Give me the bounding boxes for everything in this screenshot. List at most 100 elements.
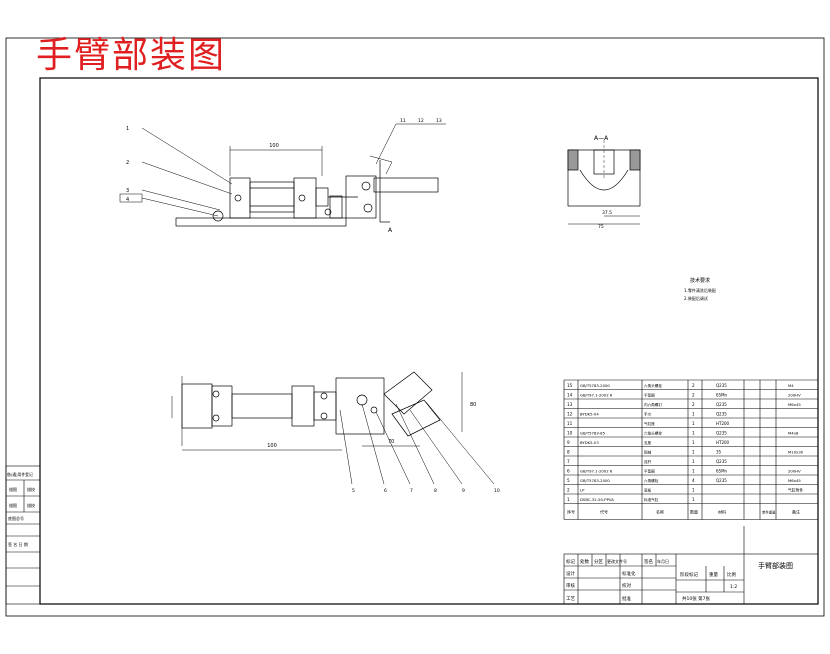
callout-2: 2: [126, 160, 129, 166]
bom-code: GB/T5783-2000: [580, 383, 610, 388]
bom-qty: 1: [692, 450, 695, 455]
bom-name: 手爪: [644, 412, 652, 417]
callout-8: 8: [434, 488, 437, 494]
dim-section-w2: 37.5: [602, 210, 612, 216]
bom-qty: 1: [692, 431, 695, 436]
bom-qty: 1: [692, 412, 695, 417]
bom-note: 气缸附件: [788, 488, 803, 493]
tech-req-line-2: 2.装配后调试: [684, 295, 708, 301]
callout-5: 5: [352, 488, 355, 494]
bom-material: Q235: [716, 459, 727, 464]
bom-code: BYDK5-03: [580, 440, 599, 445]
tb-stage: 阶段标记: [680, 571, 698, 578]
bom-material: Q235: [716, 478, 727, 483]
bom-header-weight: 单件重量: [762, 510, 776, 515]
bom-material: 35: [716, 450, 722, 455]
bom-material: HT200: [716, 421, 730, 426]
bom-header-material: 材料: [718, 509, 726, 515]
side-block-text: 借(通)用件登记 描图 描校 描图 描校 底图总号 签 名 日 期: [7, 472, 35, 547]
bom-code: GB/T5783-2000: [580, 478, 610, 483]
bom-name: 六角头螺栓: [644, 383, 662, 388]
callout-12: 12: [418, 118, 424, 124]
bom-name: 底板: [644, 488, 652, 493]
tb-review: 审核: [566, 582, 575, 589]
bom-name: 标准气缸: [644, 497, 659, 502]
bom-name: 支座: [644, 440, 652, 445]
bom-header-name: 名称: [656, 509, 664, 515]
tech-req-heading: 技术要求: [690, 277, 710, 284]
tb-sheets: 共10张 第7张: [682, 595, 711, 602]
bom-note: M4x8: [788, 431, 799, 436]
bom-qty: 4: [692, 478, 695, 483]
bom-note: 200HV: [788, 393, 801, 398]
sb-base-no: 底图总号: [8, 515, 24, 521]
bom-no: 15: [567, 383, 573, 388]
tb-drawing-name: 手臂部装图: [758, 561, 793, 570]
bom-name: 平垫圈: [644, 469, 655, 474]
tb-sign: 签名: [644, 558, 653, 565]
callouts-top: 11 12 13: [400, 118, 442, 124]
bom-qty: 1: [692, 469, 695, 474]
title-block: [563, 526, 819, 605]
bom-note: M10x30: [788, 450, 804, 455]
tb-scale: 比例: [727, 571, 736, 578]
bom-header-no: 序号: [567, 509, 575, 515]
dim-section-w: 75: [598, 224, 604, 230]
bom-no: 1: [567, 497, 570, 502]
bom-name: 气缸座: [644, 421, 655, 426]
bom-code: DSBC-32-50-PPVA: [580, 497, 614, 502]
callout-4: 4: [126, 197, 129, 203]
sb-sign-date: 签 名 日 期: [8, 541, 28, 547]
tb-check: 校对: [622, 582, 631, 589]
bom-no: 8: [567, 450, 570, 455]
bom-code: LP: [580, 488, 585, 493]
tb-change-doc: 更改文件号: [607, 558, 627, 564]
sb-trace-check: 描校: [27, 486, 35, 492]
bom-qty: 1: [692, 440, 695, 445]
callout-3: 3: [126, 188, 129, 194]
bom-material: Q235: [716, 431, 727, 436]
callout-9: 9: [462, 488, 465, 494]
tb-scale-value: 1:2: [730, 584, 737, 590]
callout-7: 7: [410, 488, 413, 494]
bom-name: 内六角螺钉: [644, 402, 662, 407]
section-view: [567, 140, 641, 225]
callout-1: 1: [126, 126, 129, 132]
bom-code: GB/T5783-85: [580, 431, 606, 436]
tech-req-line-1: 1.零件清洗后装配: [684, 287, 716, 293]
bom-name: 六角螺栓: [644, 478, 659, 483]
bom-name: 平垫圈: [644, 393, 655, 398]
side-block: [5, 465, 41, 605]
bom-header-qty: 数量: [690, 509, 698, 515]
bom-note: M4: [788, 383, 794, 388]
bom-material: 65Mn: [716, 469, 728, 474]
bom-name: 六角头螺栓: [644, 431, 662, 436]
bom-no: 14: [567, 393, 573, 398]
sb-trace-check-2: 描校: [27, 502, 35, 508]
top-view: [171, 371, 495, 485]
bom-no: 6: [567, 469, 570, 474]
bom-name: 连杆: [644, 459, 652, 464]
sb-trace-2: 描图: [9, 502, 17, 508]
bom-note: M6x45: [788, 402, 801, 407]
bom-no: 10: [567, 431, 573, 436]
bom-qty: 1: [692, 488, 695, 493]
sb-register: 借(通)用件登记: [7, 472, 33, 477]
callout-11: 11: [400, 118, 406, 124]
bom-no: 12: [567, 412, 573, 417]
bom-material: Q235: [716, 402, 727, 407]
bom-material: Q235: [716, 383, 727, 388]
bom-qty: 1: [692, 497, 695, 502]
bom-no: 5: [567, 478, 570, 483]
sb-trace: 描图: [9, 486, 17, 492]
bom-note: 200HV: [788, 469, 801, 474]
tb-standard: 标准化: [622, 570, 636, 577]
bom-qty: 2: [692, 393, 695, 398]
callout-6: 6: [384, 488, 387, 494]
bom-code: GB/T97.1-2002 6: [580, 469, 613, 474]
page-title: 手臂部装图: [36, 35, 227, 76]
dim-bottom-width: 70: [388, 439, 394, 445]
dim-bottom-length: 100: [267, 443, 277, 449]
bom-no: 7: [567, 459, 570, 464]
